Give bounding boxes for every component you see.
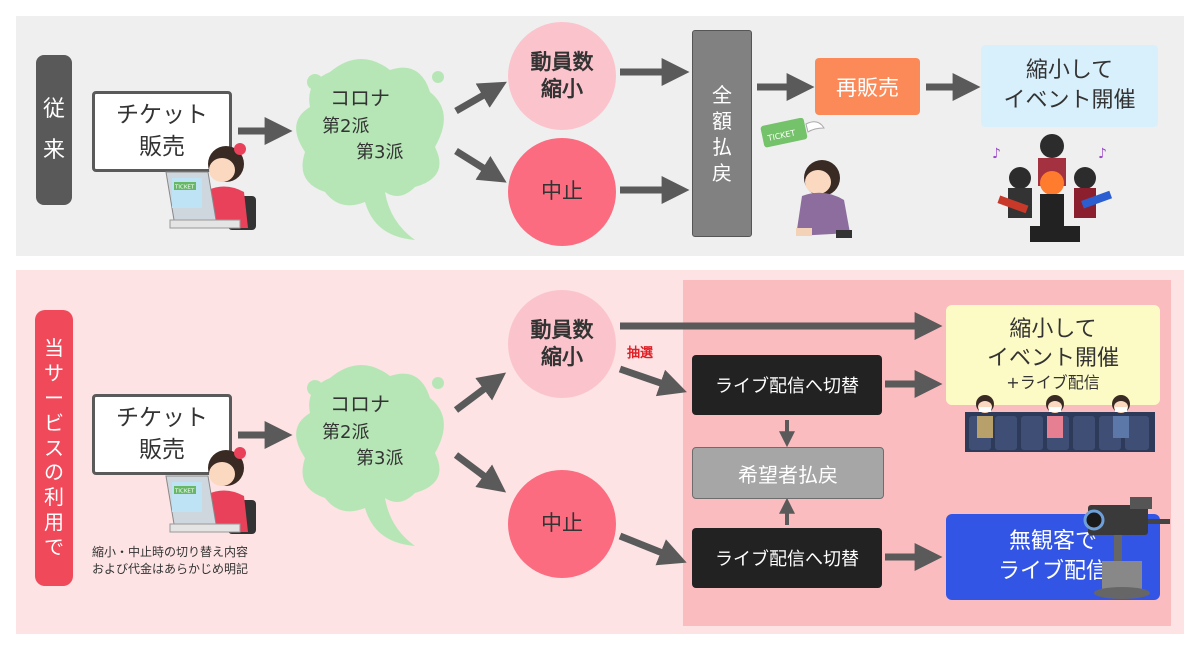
side-label-char: サ (44, 361, 64, 386)
girl-laptop-illustration: TICKET (165, 447, 256, 534)
side-label-conventional: 従 来 (36, 55, 72, 205)
no-audience-line: 無観客で (1008, 529, 1097, 555)
resale-label: 再販売 (836, 75, 899, 100)
advance-notice-note: 縮小・中止時の切り替え内容 および代金はあらかじめ明記 (92, 544, 248, 579)
refund-applicants-label: 希望者払戻 (738, 462, 838, 487)
side-label-char: 当 (44, 336, 64, 361)
resale-box: 再販売 (815, 58, 920, 115)
event-line: イベント開催 (986, 345, 1119, 371)
live-switch-label: ライブ配信へ切替 (715, 376, 859, 397)
corona-wave3-bottom: 第3派 (356, 448, 404, 469)
circle-line: 動員数 (530, 49, 594, 74)
event-line: イベント開催 (1003, 88, 1136, 113)
ticket-line: 販売 (139, 133, 185, 160)
side-label-char: 来 (42, 138, 65, 163)
full-refund-box: 全 額 払 戻 (692, 30, 752, 237)
corona-wave2-top: 第2派 (322, 116, 370, 137)
event-line: +ライブ配信 (1006, 373, 1100, 393)
live-switch-box-bottom: ライブ配信へ切替 (692, 528, 882, 588)
ticket-sales-box-top: チケット 販売 (92, 91, 232, 172)
masked-audience-illustration (965, 395, 1155, 452)
refund-applicants-box: 希望者払戻 (692, 447, 884, 499)
corona-title-bottom: コロナ (330, 392, 390, 416)
reduced-circle-bottom: 動員数 縮小 (508, 290, 616, 398)
circle-line: 動員数 (530, 317, 594, 342)
cancel-circle-bottom: 中止 (508, 470, 616, 578)
side-label-char: ビ (44, 410, 64, 435)
live-switch-label: ライブ配信へ切替 (715, 549, 859, 570)
no-audience-line: ライブ配信 (997, 559, 1108, 584)
live-switch-box-top: ライブ配信へ切替 (692, 355, 882, 415)
event-line: 縮小して (1009, 317, 1097, 342)
refund-char: 戻 (712, 160, 732, 185)
circle-line: 縮小 (541, 77, 583, 101)
ticket-line: チケット (116, 102, 208, 129)
note-line: 縮小・中止時の切り替え内容 (92, 545, 249, 559)
corona-wave3-top: 第3派 (356, 142, 404, 163)
sad-woman-ticket-illustration: TICKET (760, 118, 852, 238)
corona-title-top: コロナ (330, 86, 390, 110)
side-label-char: ー (44, 386, 64, 410)
music-note-icon: ♪ (1098, 146, 1107, 162)
side-label-char: 従 (42, 96, 65, 122)
side-label-service: 当 サ ー ビ ス の 利 用 で (35, 310, 73, 586)
event-box-bottom: 縮小して イベント開催 +ライブ配信 (946, 305, 1160, 405)
corona-wave2-bottom: 第2派 (322, 422, 370, 443)
ticket-sales-box-bottom: チケット 販売 (92, 394, 232, 475)
music-note-icon: ♪ (992, 146, 1001, 162)
cancel-circle-top: 中止 (508, 138, 616, 246)
band-illustration: ♪ ♪ (992, 134, 1113, 242)
refund-char: 額 (712, 108, 732, 133)
reduced-circle-top: 動員数 縮小 (508, 22, 616, 130)
broadcast-camera-icon (1083, 497, 1170, 599)
side-label-char: の (44, 460, 64, 485)
side-label-char: 利 (44, 485, 64, 510)
circle-line: 縮小 (541, 345, 583, 369)
girl-laptop-illustration: TICKET (165, 143, 256, 230)
side-label-char: で (44, 534, 64, 559)
ticket-line: 販売 (139, 436, 185, 463)
event-line: 縮小して (1025, 58, 1114, 84)
event-box-top: 縮小して イベント開催 (981, 45, 1158, 127)
circle-line: 中止 (541, 511, 583, 536)
refund-char: 払 (712, 134, 732, 159)
ticket-line: チケット (116, 405, 208, 432)
ticket-label: TICKET (174, 185, 195, 191)
refund-char: 全 (712, 82, 732, 107)
side-label-char: ス (44, 435, 64, 460)
lottery-label: 抽選 (627, 346, 654, 361)
ticket-label: TICKET (174, 489, 195, 495)
circle-line: 中止 (541, 179, 583, 204)
corona-splat-top (296, 58, 444, 240)
side-label-char: 用 (44, 509, 64, 534)
corona-splat-bottom (296, 364, 444, 546)
note-line: および代金はあらかじめ明記 (92, 562, 249, 577)
